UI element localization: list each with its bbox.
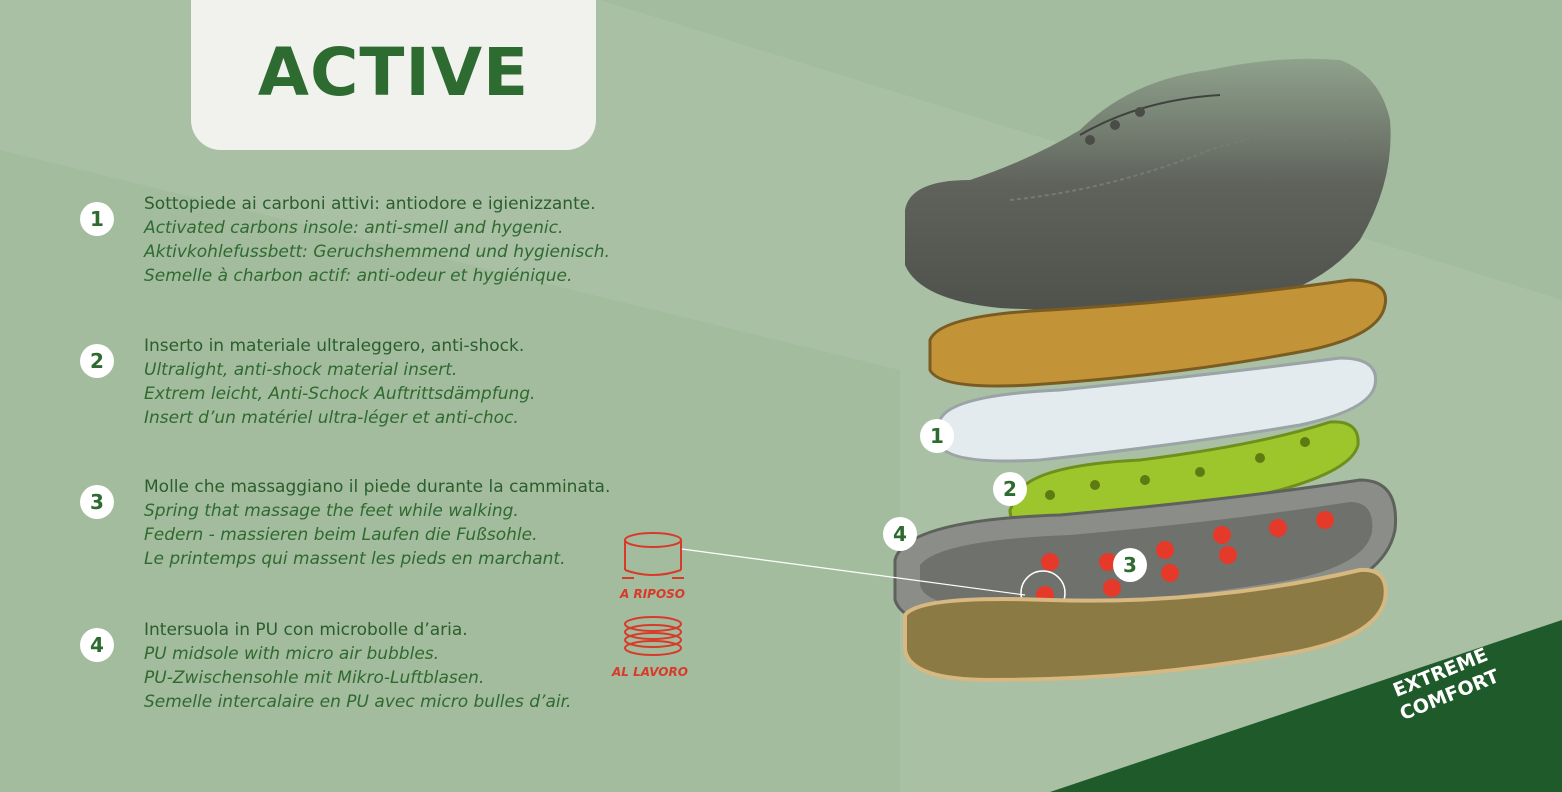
feature-number: 4: [80, 628, 114, 662]
feature-text-de: Aktivkohlefussbett: Geruchshemmend und h…: [144, 242, 610, 262]
spring-rest-icon: [622, 532, 684, 579]
leather-insole: [928, 278, 1388, 388]
feature-text-fr: Semelle intercalaire en PU avec micro bu…: [144, 692, 572, 712]
spring-work-icon: [624, 616, 682, 656]
spring-leader-line: [681, 548, 1026, 596]
feature-text-fr: Semelle à charbon actif: anti-odeur et h…: [144, 266, 573, 286]
spring-rest-label: A RIPOSO: [620, 587, 686, 601]
feature-text-en: Activated carbons insole: anti-smell and…: [144, 218, 564, 238]
shoe-exploded-illustration: [893, 58, 1398, 683]
feature-text-en: Spring that massage the feet while walki…: [144, 501, 519, 521]
feature-text-de: Federn - massieren beim Laufen die Fußso…: [144, 525, 538, 545]
callout-1: 1: [920, 419, 954, 453]
feature-number: 3: [80, 485, 114, 519]
feature-text-it: Sottopiede ai carboni attivi: antiodore …: [144, 194, 596, 214]
feature-number: 2: [80, 344, 114, 378]
feature-text-it: Inserto in materiale ultraleggero, anti-…: [144, 336, 525, 356]
callout-4: 4: [883, 517, 917, 551]
carbon-insole: [938, 356, 1378, 463]
feature-text-it: Intersuola in PU con microbolle d’aria.: [144, 620, 468, 640]
feature-text-en: Ultralight, anti-shock material insert.: [144, 360, 458, 380]
feature-text-de: Extrem leicht, Anti-Schock Auftrittsdämp…: [144, 384, 536, 404]
feature-number: 1: [80, 202, 114, 236]
shoe-upper: [905, 58, 1391, 311]
callout-3: 3: [1113, 548, 1147, 582]
brand-logo: ACTIVE: [257, 34, 530, 111]
outsole: [903, 567, 1388, 683]
spring-work-label: AL LAVORO: [612, 665, 688, 679]
feature-text-it: Molle che massaggiano il piede durante l…: [144, 477, 611, 497]
feature-text-fr: Insert d’un matériel ultra-léger et anti…: [144, 408, 519, 428]
feature-text-en: PU midsole with micro air bubbles.: [144, 644, 440, 664]
callout-2: 2: [993, 472, 1027, 506]
feature-text-fr: Le printemps qui massent les pieds en ma…: [144, 549, 566, 569]
logo-panel: ACTIVE: [191, 0, 596, 150]
feature-text-de: PU-Zwischensohle mit Mikro-Luftblasen.: [144, 668, 485, 688]
